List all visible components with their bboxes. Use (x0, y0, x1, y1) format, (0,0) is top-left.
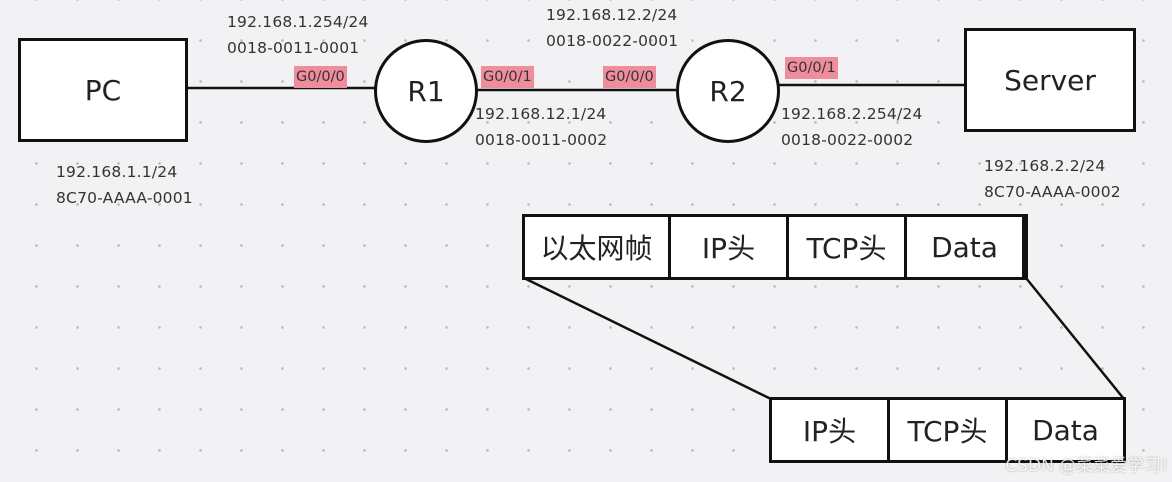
r2-g001-mac: 0018-0022-0002 (781, 131, 914, 149)
decap-line-right (1025, 277, 1125, 400)
port-r2-g001: G0/0/1 (785, 57, 838, 79)
server-ip: 192.168.2.2/24 (984, 157, 1106, 175)
frame-cell-data: Data (907, 217, 1022, 277)
ip-packet-inner: IP头 TCP头 Data (769, 397, 1126, 463)
packet-cell-tcp-header: TCP头 (890, 400, 1005, 460)
pc-address: 192.168.1.1/24 8C70-AAAA-0001 (56, 159, 193, 211)
ethernet-frame-full: 以太网帧 IP头 TCP头 Data (522, 214, 1028, 280)
frame-cell-ip-header: IP头 (671, 217, 786, 277)
packet-cell-data: Data (1008, 400, 1123, 460)
r2-g000-mac: 0018-0022-0001 (546, 32, 679, 50)
frame-cell-tcp-header: TCP头 (789, 217, 904, 277)
server-mac: 8C70-AAAA-0002 (984, 183, 1121, 201)
server-address: 192.168.2.2/24 8C70-AAAA-0002 (984, 153, 1121, 205)
router-r2-node: R2 (676, 39, 780, 143)
pc-ip: 192.168.1.1/24 (56, 163, 178, 181)
pc-mac: 8C70-AAAA-0001 (56, 189, 193, 207)
router-r1-node: R1 (374, 39, 478, 143)
r1-g000-ip: 192.168.1.254/24 (227, 13, 369, 31)
decap-line-left (523, 276, 772, 401)
r1-label: R1 (407, 74, 445, 108)
r1-g001-mac: 0018-0011-0002 (475, 131, 608, 149)
pc-node: PC (18, 38, 188, 142)
port-r1-g000: G0/0/0 (294, 66, 347, 88)
frame-cell-ethernet: 以太网帧 (525, 217, 668, 277)
port-r1-g001: G0/0/1 (481, 66, 534, 88)
port-r2-g000: G0/0/0 (603, 66, 656, 88)
server-node: Server (964, 28, 1136, 132)
r2-g000-ip: 192.168.12.2/24 (546, 6, 678, 24)
r2-label: R2 (709, 74, 747, 108)
r1-g001-address: 192.168.12.1/24 0018-0011-0002 (475, 101, 607, 153)
server-label: Server (1004, 63, 1096, 97)
pc-label: PC (84, 73, 122, 107)
r1-g000-mac: 0018-0011-0001 (227, 39, 360, 57)
r2-g001-address: 192.168.2.254/24 0018-0022-0002 (781, 101, 923, 153)
r1-g001-ip: 192.168.12.1/24 (475, 105, 607, 123)
packet-cell-ip-header: IP头 (772, 400, 887, 460)
r1-g000-address: 192.168.1.254/24 0018-0011-0001 (227, 9, 369, 61)
r2-g001-ip: 192.168.2.254/24 (781, 105, 923, 123)
r2-g000-address: 192.168.12.2/24 0018-0022-0001 (546, 2, 678, 54)
watermark-text: CSDN @菜菜爱学习! (1005, 456, 1168, 476)
